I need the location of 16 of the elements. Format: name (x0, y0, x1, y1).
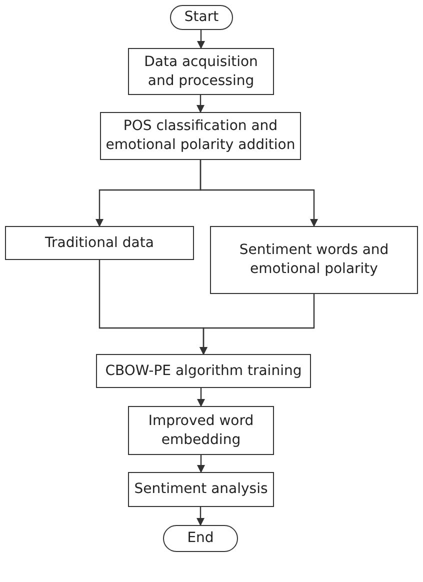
process-box: Traditional data (5, 226, 194, 260)
arrow (197, 388, 205, 407)
arrow (196, 507, 204, 526)
arrow (197, 455, 205, 473)
process-box: Improved word embedding (128, 406, 274, 455)
arrow (196, 95, 204, 113)
process-box: Sentiment words and emotional polarity (210, 226, 418, 294)
process-box: Data acquisition and processing (128, 48, 274, 95)
process-box: CBOW-PE algorithm training (96, 354, 311, 388)
arrow (200, 294, 315, 355)
process-box: POS classification and emotional polarity addition (100, 112, 301, 160)
terminal-pill: Start (170, 5, 233, 30)
terminal-pill: End (163, 525, 238, 552)
arrow (197, 30, 205, 49)
process-box: Sentiment analysis (128, 472, 274, 507)
arrow (200, 160, 318, 227)
